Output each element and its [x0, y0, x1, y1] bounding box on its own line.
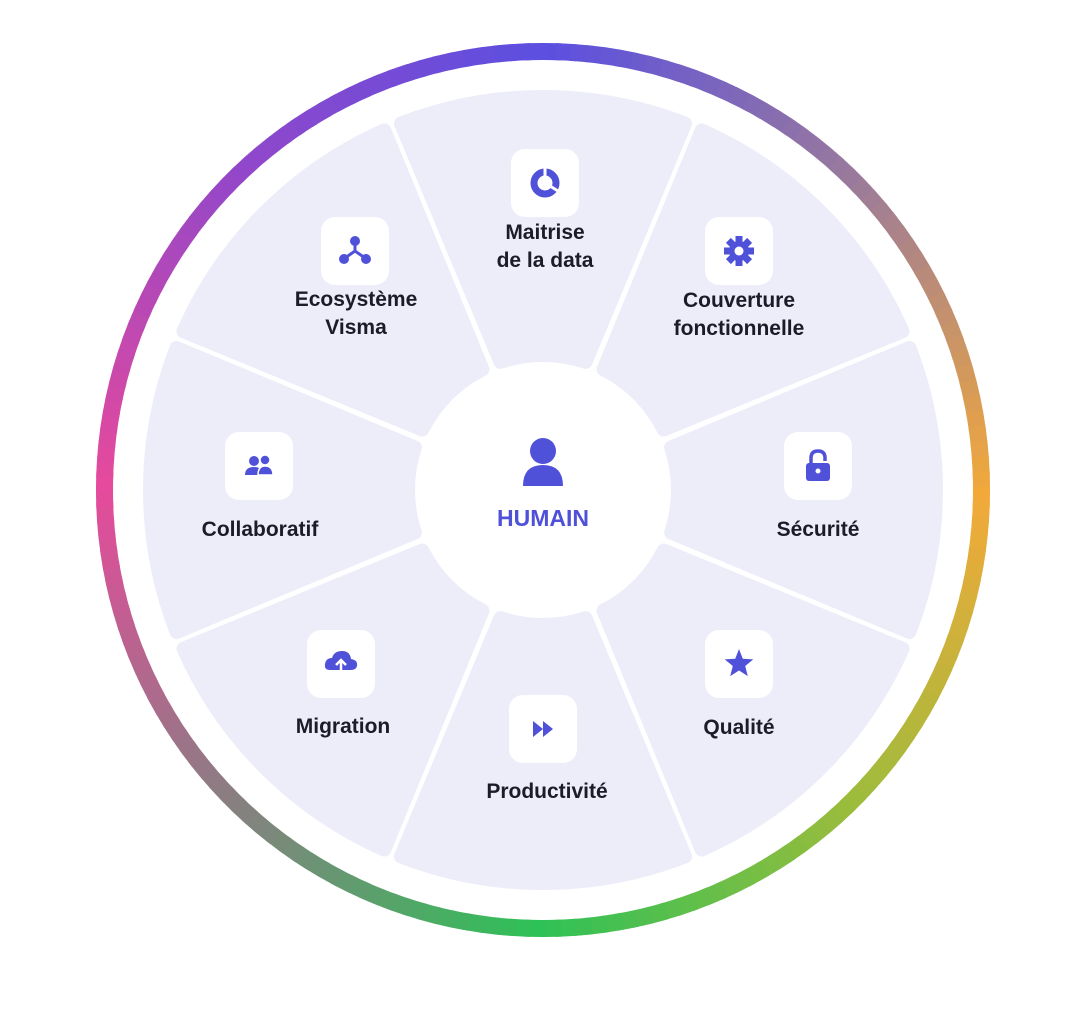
- segment-shape: [596, 543, 910, 857]
- people-icon: [245, 454, 274, 476]
- segment-label: Visma: [325, 316, 387, 339]
- segment-label: Productivité: [486, 780, 607, 803]
- segment-label: Collaboratif: [202, 518, 320, 541]
- star-icon: [724, 649, 754, 677]
- segment-label: Sécurité: [777, 518, 860, 541]
- person-icon: [523, 438, 563, 486]
- segment-collaboratif: Collaboratif: [143, 340, 422, 640]
- segment-couverture: Couverture fonctionnelle: [596, 123, 910, 437]
- segment-label: fonctionnelle: [674, 317, 805, 340]
- gear-icon: [724, 236, 754, 266]
- cloud-upload-icon: [324, 651, 358, 677]
- center-disc: [423, 370, 663, 610]
- segment-productivite: Productivité: [393, 611, 693, 890]
- lock-icon: [806, 449, 830, 481]
- center-label: HUMAIN: [497, 505, 589, 531]
- segment-shape: [176, 543, 490, 857]
- segment-label: Couverture: [683, 289, 795, 312]
- pie-chart-icon: [530, 168, 560, 198]
- segment-label: Qualité: [703, 716, 774, 739]
- icon-tile: [225, 432, 293, 500]
- segment-label: de la data: [497, 249, 594, 272]
- segment-label: Migration: [296, 715, 391, 738]
- gradient-ring: [96, 43, 990, 937]
- network-icon: [339, 236, 371, 264]
- segment-securite: Sécurité: [664, 340, 943, 640]
- segment-label: Maitrise: [505, 221, 584, 244]
- segment-maitrise: Maitrise de la data: [393, 90, 693, 369]
- segment-label: Ecosystème: [295, 288, 418, 311]
- center-hub: HUMAIN: [423, 370, 663, 610]
- segment-migration: Migration: [176, 543, 490, 857]
- segment-shape: [393, 90, 693, 369]
- fast-forward-icon: [533, 721, 553, 737]
- icon-tile: [511, 149, 579, 217]
- segment-qualite: Qualité: [596, 543, 910, 857]
